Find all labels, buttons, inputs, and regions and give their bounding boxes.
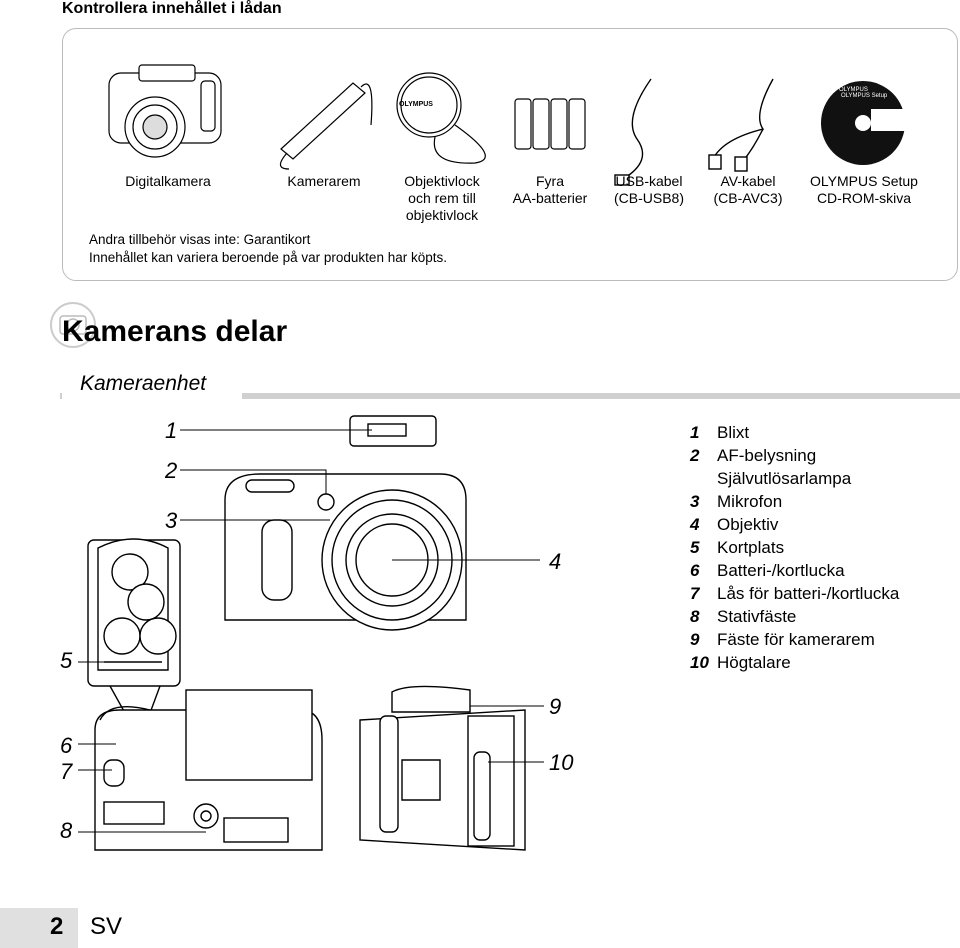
page-number-tab — [0, 908, 78, 948]
box-contents-heading: Kontrollera innehållet i lådan — [62, 0, 282, 17]
callout-2: 2 — [165, 458, 178, 483]
callout-8: 8 — [60, 818, 73, 843]
item-label-usb-cable: USB-kabel (CB-USB8) — [613, 173, 684, 206]
subsection-rule — [60, 393, 960, 399]
callout-9: 9 — [549, 694, 562, 719]
callout-5: 5 — [60, 648, 73, 673]
box-note-contents-vary: Innehållet kan variera beroende på var p… — [89, 250, 447, 265]
callout-3: 3 — [165, 508, 178, 533]
camera-side-view — [359, 685, 526, 851]
section-title: Kamerans delar — [62, 315, 288, 348]
batteries-illustration — [514, 98, 586, 150]
item-label-camera: Digitalkamera — [125, 173, 211, 189]
subsection-title: Kameraenhet — [80, 372, 207, 395]
item-label-cd-rom: OLYMPUS Setup CD-ROM-skiva — [810, 173, 918, 206]
camera-front-view — [224, 415, 467, 631]
item-label-lens-cap: Objektivlock och rem till objektivlock — [404, 173, 480, 223]
box-contents-panel: OLYMPUS OLYMPUS Setup OLYMPUS Digitalkam… — [62, 28, 958, 281]
cd-logo-text: OLYMPUS — [839, 87, 868, 93]
item-label-av-cable: AV-kabel (CB-AVC3) — [713, 173, 783, 206]
item-label-strap: Kamerarem — [287, 173, 361, 189]
callout-1: 1 — [165, 418, 178, 443]
cd-setup-text: OLYMPUS Setup — [841, 93, 888, 99]
lens-cap-logo: OLYMPUS — [399, 101, 433, 108]
battery-compartment-view — [87, 538, 181, 742]
subsection-rule-gap — [62, 386, 242, 400]
av-cable-illustration — [708, 78, 774, 172]
accessory-illustrations — [108, 64, 905, 186]
lens-cap-illustration — [396, 72, 486, 164]
callout-7: 7 — [60, 759, 73, 784]
cd-rom-illustration — [821, 81, 905, 165]
callout-6: 6 — [60, 733, 73, 758]
callout-4: 4 — [549, 549, 562, 574]
box-note-accessories: Andra tillbehör visas inte: Garantikort — [89, 232, 311, 247]
camera-section-icon — [50, 302, 96, 348]
page-number: 2 — [50, 913, 64, 940]
item-label-batteries: Fyra AA-batterier — [512, 173, 588, 206]
usb-cable-illustration — [614, 78, 652, 186]
callout-10: 10 — [549, 750, 574, 775]
page-language: SV — [90, 913, 123, 940]
camera-bottom-view — [94, 689, 323, 851]
digital-camera-illustration — [108, 64, 222, 158]
camera-strap-illustration — [279, 82, 373, 170]
